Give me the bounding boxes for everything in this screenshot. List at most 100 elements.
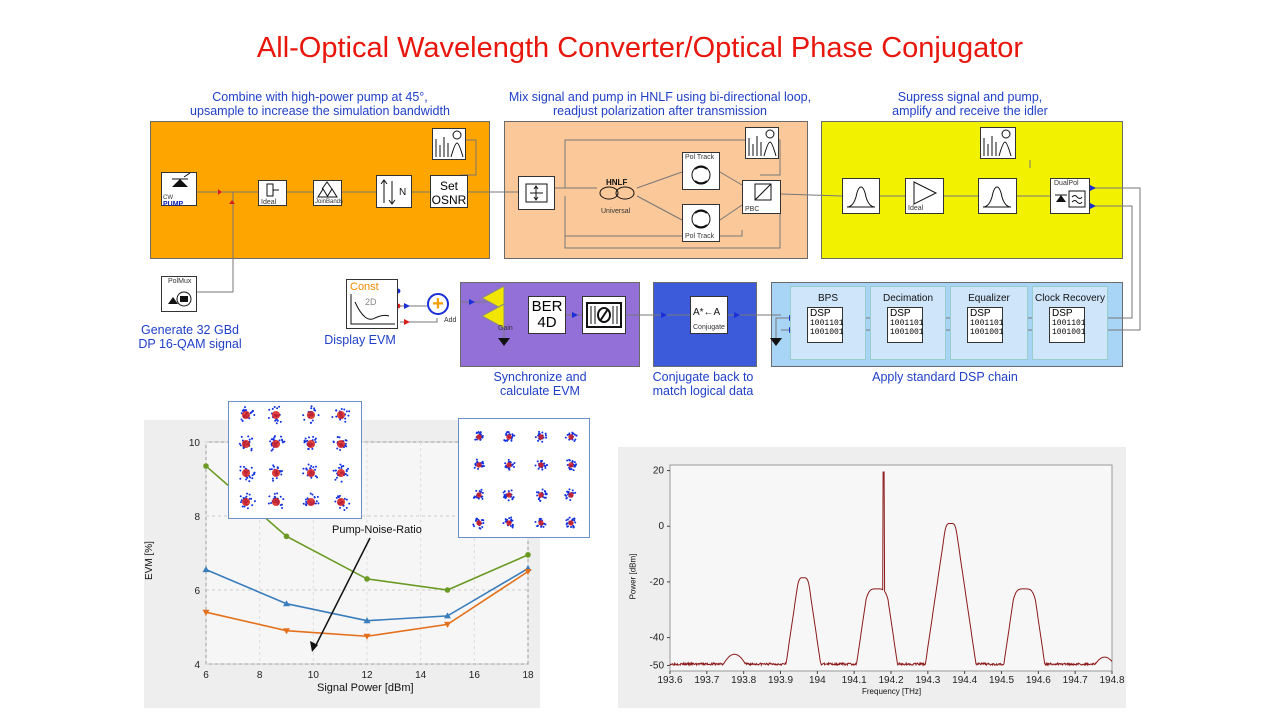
x-tick-label: 194.1 <box>842 675 867 686</box>
const-dot <box>537 491 540 494</box>
sync-module[interactable] <box>582 296 626 334</box>
yellow-gain-icon[interactable] <box>478 284 520 328</box>
dsp-bits: 1001101 <box>810 319 844 328</box>
const-center <box>568 462 574 468</box>
ideal-combiner-module[interactable]: Ideal <box>258 180 287 206</box>
const-dot <box>267 502 270 505</box>
const-dot <box>348 502 351 505</box>
const-dot <box>472 525 475 528</box>
const-dot <box>506 431 509 434</box>
const-center <box>241 468 251 478</box>
const-center <box>336 468 346 478</box>
pbc-module[interactable]: PBC <box>742 180 781 214</box>
const-dot <box>565 519 568 522</box>
filter-2-module[interactable] <box>978 178 1017 214</box>
const-display-module[interactable]: Const 2D <box>346 279 398 329</box>
const-dot <box>239 501 242 504</box>
const-dot <box>335 409 338 412</box>
const-dot <box>507 458 510 461</box>
const-dot <box>276 407 279 410</box>
const-dot <box>253 414 256 417</box>
const-dot <box>503 439 506 442</box>
page-title: All-Optical Wavelength Converter/Optical… <box>256 32 1024 64</box>
const-label: Const <box>350 281 379 293</box>
evm-marker <box>524 569 532 575</box>
filter-1-module[interactable] <box>842 178 880 214</box>
const-dot <box>573 461 576 464</box>
const-dot <box>276 492 279 495</box>
dsp-box-title: DSP <box>890 308 911 319</box>
ber-4d-module[interactable]: BER 4D <box>528 296 566 334</box>
const-dot <box>251 437 254 440</box>
laser-icon <box>172 172 191 187</box>
const-center <box>271 410 281 420</box>
pol-track-bottom-module[interactable]: Pol Track <box>682 204 720 242</box>
const-dot <box>246 507 249 510</box>
add-node[interactable]: + <box>427 293 449 315</box>
pbc-icon <box>754 183 772 201</box>
conj-formula: A*←A <box>693 307 721 318</box>
dualpol-receiver-module[interactable]: DualPol <box>1050 178 1090 214</box>
const-dot <box>272 479 275 482</box>
const-dot <box>309 492 312 495</box>
joinbands-module[interactable]: JoinBands <box>313 180 343 206</box>
x-tick-label: 12 <box>361 670 373 681</box>
const-dot <box>537 439 540 442</box>
const-dot <box>310 464 313 467</box>
const-dot <box>345 470 348 473</box>
dsp-bits: 1001001 <box>890 328 924 337</box>
const-dot <box>347 414 350 417</box>
const-dot <box>476 467 479 470</box>
evm-ylabel: EVM [%] <box>143 541 155 580</box>
const-dot <box>278 439 281 442</box>
gain-label: Gain <box>498 325 513 332</box>
const-dot <box>268 495 271 498</box>
spectrum-analyzer-3[interactable] <box>980 127 1016 159</box>
const-center <box>271 439 281 449</box>
const-dot <box>571 460 574 463</box>
const-dot <box>271 407 274 410</box>
const-dot <box>317 502 320 505</box>
y-tick-label: -50 <box>650 660 665 671</box>
const-2d-label: 2D <box>365 297 377 307</box>
const-center <box>306 410 316 420</box>
const-dot <box>536 494 539 497</box>
const-dot <box>245 495 248 498</box>
x-tick-label: 194.4 <box>952 675 977 686</box>
polmux-module[interactable]: PolMux <box>161 276 197 312</box>
const-dot <box>536 525 539 528</box>
spectrum-analyzer-2[interactable] <box>745 127 779 159</box>
const-dot <box>343 509 346 512</box>
const-dot <box>543 496 546 499</box>
const-dot <box>302 472 305 475</box>
amplifier-module[interactable]: Ideal <box>905 178 944 214</box>
const-dot <box>575 434 578 437</box>
pol-track-top-module[interactable]: Pol Track <box>682 152 720 190</box>
pump-laser-module[interactable]: CW PUMP <box>161 172 197 208</box>
set-osnr-module[interactable]: Set OSNR <box>430 175 468 208</box>
evm-marker <box>283 628 290 635</box>
const-dot <box>332 469 335 472</box>
const-dot <box>310 405 313 408</box>
polmux-icon <box>168 291 192 307</box>
conjugate-module[interactable]: A*←A Conjugate <box>690 296 728 334</box>
const-dot <box>335 496 338 499</box>
x-tick-label: 194.3 <box>915 675 940 686</box>
const-dot <box>570 526 573 529</box>
spectrum-analyzer-1[interactable] <box>432 128 466 160</box>
const-dot <box>251 409 254 412</box>
circulator-icon <box>525 183 548 203</box>
upsample-module[interactable]: N <box>376 175 412 208</box>
spectrum-analyzer-icon-3 <box>983 129 1012 157</box>
const-dot <box>534 436 537 439</box>
circulator-module[interactable] <box>518 176 555 210</box>
ideal2-label: Ideal <box>908 205 924 212</box>
const-dot <box>475 489 478 492</box>
x-tick-label: 194 <box>809 675 826 686</box>
const-dot <box>279 420 282 423</box>
